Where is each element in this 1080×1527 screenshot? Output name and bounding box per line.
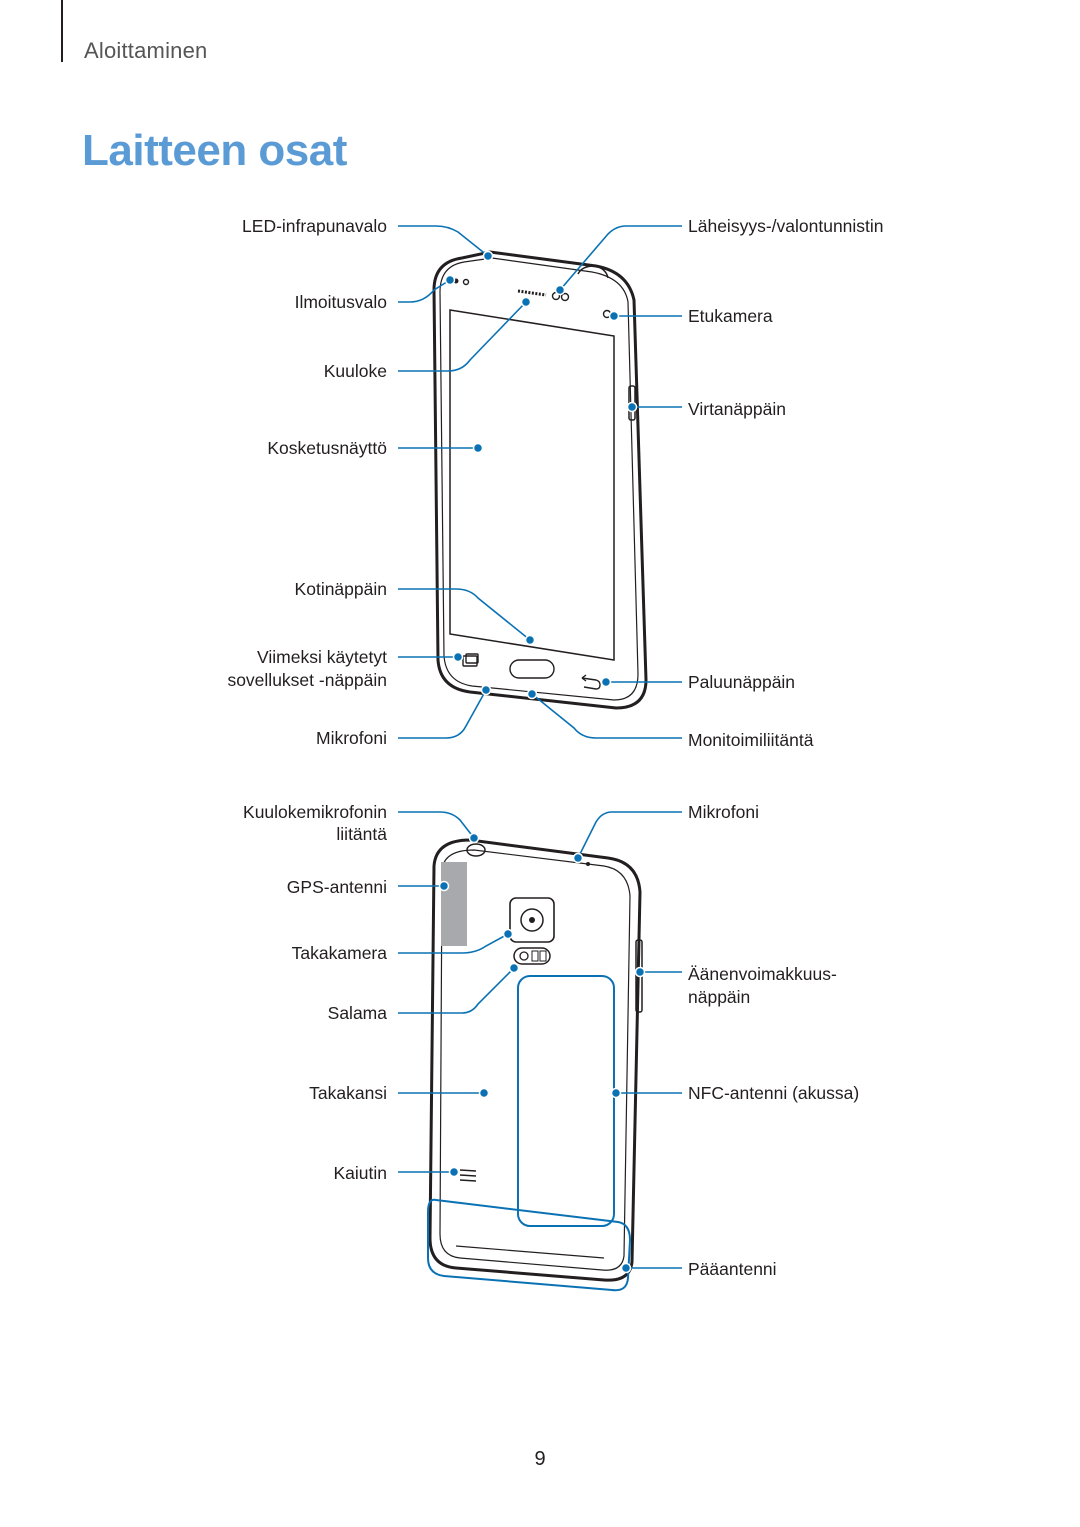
label-recent-apps-key-line1: Viimeksi käytetyt xyxy=(257,647,387,667)
label-touchscreen: Kosketusnäyttö xyxy=(267,438,387,458)
label-back-cover: Takakansi xyxy=(309,1083,387,1103)
label-front-camera: Etukamera xyxy=(688,306,773,326)
home-key-shape xyxy=(509,659,555,679)
label-proximity-sensor: Läheisyys-/valontunnistin xyxy=(688,216,884,236)
label-power-key: Virtanäppäin xyxy=(688,399,786,419)
label-gps-antenna: GPS-antenni xyxy=(286,877,387,897)
label-recent-apps-key-line2: sovellukset -näppäin xyxy=(227,670,387,690)
label-microphone-front: Mikrofoni xyxy=(316,728,387,748)
nfc-antenna-shape xyxy=(517,975,615,1227)
page-number: 9 xyxy=(534,1448,546,1470)
label-speaker: Kaiutin xyxy=(333,1163,387,1183)
label-headset-jack-line2: liitäntä xyxy=(336,824,387,844)
label-volume-key-line2: näppäin xyxy=(688,987,751,1007)
earpiece-grille xyxy=(517,289,547,297)
callout-lines xyxy=(398,225,682,1269)
label-notification-light: Ilmoitusvalo xyxy=(294,292,387,312)
label-home-key: Kotinäppäin xyxy=(294,579,387,599)
label-volume-key-line1: Äänenvoimakkuus- xyxy=(688,964,837,984)
section-name: Aloittaminen xyxy=(84,38,208,63)
label-flash: Salama xyxy=(327,1003,387,1023)
label-headset-jack-line1: Kuulokemikrofonin xyxy=(243,802,387,822)
header-rule xyxy=(61,0,63,62)
label-led-infrared: LED-infrapunavalo xyxy=(242,216,387,236)
label-rear-camera: Takakamera xyxy=(291,943,387,963)
label-back-key: Paluunäppäin xyxy=(688,672,796,692)
label-earpiece: Kuuloke xyxy=(323,361,387,381)
gps-antenna-shape xyxy=(441,862,467,946)
touchscreen-shape xyxy=(449,309,615,661)
main-antenna-shape xyxy=(427,1198,632,1292)
label-nfc-antenna: NFC-antenni (akussa) xyxy=(688,1083,860,1103)
front-device xyxy=(432,250,648,710)
callout-dots xyxy=(438,250,646,1274)
front-details xyxy=(453,278,612,690)
rear-camera-shape xyxy=(509,897,555,943)
page-title: Laitteen osat xyxy=(82,126,347,175)
label-multipurpose-jack: Monitoimiliitäntä xyxy=(688,730,814,750)
label-microphone-back: Mikrofoni xyxy=(688,802,759,822)
label-main-antenna: Pääantenni xyxy=(688,1259,777,1279)
